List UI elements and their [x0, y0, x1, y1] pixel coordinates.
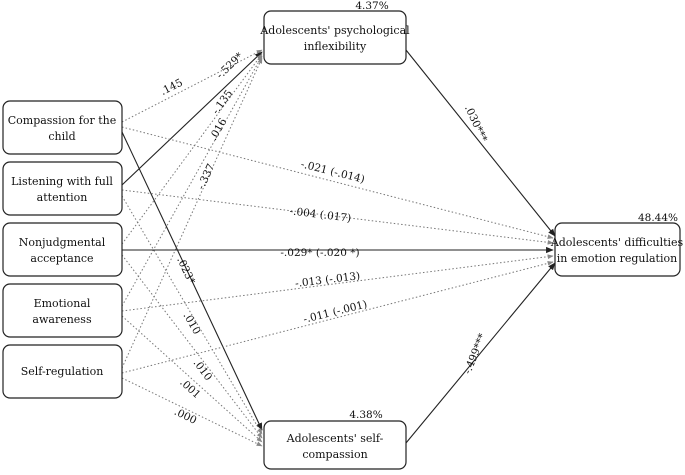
label-inflex-to-difficulties: .030*** [462, 103, 490, 144]
node-label: compassion [302, 448, 367, 461]
node-label: awareness [32, 313, 92, 326]
node-label: in emotion regulation [557, 252, 677, 265]
label-listening-to-inflex: -.529* [214, 50, 246, 82]
node-listening-with-full-attention: Listening with full attention [2, 161, 123, 216]
label-emotional-to-inflex: .016 [207, 116, 229, 143]
edge-listening-to-selfcomp [121, 195, 263, 435]
node-nonjudgmental-acceptance: Nonjudgmental acceptance [2, 222, 123, 277]
edge-listening-to-inflex [121, 51, 263, 186]
label-emotional-to-selfcomp: .001 [177, 376, 202, 401]
edge-selfreg-to-inflex [121, 57, 263, 369]
node-label: inflexibility [304, 40, 367, 53]
node-self-regulation: Self-regulation [2, 344, 123, 399]
node-label: Adolescents' difficulties [550, 236, 684, 249]
node-label: Self-regulation [21, 365, 104, 378]
node-psychological-inflexibility: Adolescents' psychological inflexibility [259, 10, 410, 65]
edge-nonjudgmental-to-inflex [121, 53, 263, 245]
label-compassion-to-inflex: .145 [158, 77, 184, 98]
edge-compassion-to-difficulties [121, 126, 554, 239]
node-label: Emotional [34, 297, 91, 310]
edge-selfreg-to-difficulties [121, 261, 554, 374]
label-selfreg-to-inflex: -.337 [195, 162, 217, 191]
node-label: Listening with full [11, 175, 113, 188]
edge-nonjudgmental-to-selfcomp [121, 254, 263, 439]
label-listening-to-selfcomp: .010 [181, 310, 203, 336]
node-label: Adolescents' self- [286, 432, 384, 445]
node-label: Nonjudgmental [19, 236, 106, 249]
node-emotional-awareness: Emotional awareness [2, 283, 123, 338]
label-compassion-to-difficulties: -.021 (-.014) [300, 158, 366, 185]
edge-compassion-to-selfcomp [121, 131, 263, 431]
edge-compassion-to-inflex [121, 49, 263, 123]
node-label: Adolescents' psychological [259, 24, 410, 37]
edge-inflex-to-difficulties [405, 49, 556, 237]
label-selfcomp-to-difficulties: -.499*** [462, 331, 489, 376]
label-nonjudgmental-to-difficulties: -.029* (-.020 *) [280, 247, 359, 259]
r2-self-compassion: 4.38% [349, 409, 382, 421]
node-label: child [48, 130, 75, 143]
r2-inflexibility: 4.37% [355, 0, 388, 12]
r2-difficulties: 48.44% [638, 212, 678, 224]
label-compassion-to-selfcomp: .023* [174, 255, 197, 287]
label-listening-to-difficulties: -.004 (.017) [289, 205, 352, 224]
label-nonjudgmental-to-selfcomp: .010 [191, 357, 215, 383]
edge-selfcomp-to-difficulties [405, 262, 556, 444]
edge-selfreg-to-selfcomp [121, 377, 263, 447]
node-self-compassion: Adolescents' self- compassion [263, 420, 407, 470]
node-label: acceptance [30, 252, 93, 265]
label-emotional-to-difficulties: -.013 (-.013) [294, 270, 360, 290]
node-label: attention [37, 191, 88, 204]
label-selfreg-to-selfcomp: .000 [172, 406, 198, 427]
node-label: Compassion for the [8, 114, 117, 127]
label-selfreg-to-difficulties: -.011 (-.001) [302, 298, 368, 325]
node-compassion-for-the-child: Compassion for the child [2, 100, 123, 155]
label-nonjudgmental-to-inflex: -.135 [210, 88, 236, 117]
node-difficulties-in-emotion-regulation: Adolescents' difficulties in emotion reg… [550, 222, 684, 277]
